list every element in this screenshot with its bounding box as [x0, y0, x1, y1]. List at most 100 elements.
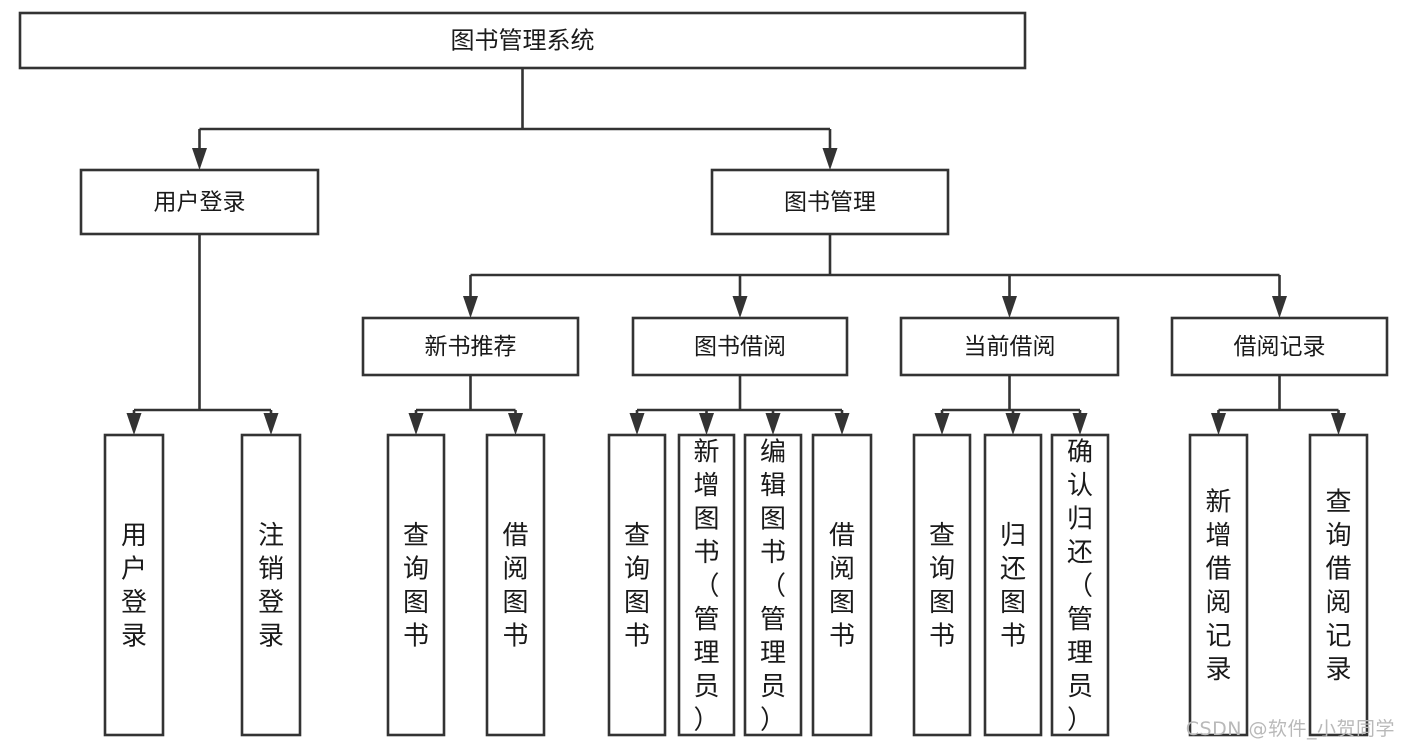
svg-text:询: 询	[403, 555, 429, 585]
svg-text:（: （	[1067, 571, 1093, 601]
node-root-label: 图书管理系统	[451, 27, 595, 55]
node-leaf-add-book[interactable]	[677, 433, 736, 737]
node-new-book-recommend-label: 新书推荐	[425, 334, 517, 360]
node-leaf-query-book-1[interactable]	[386, 433, 446, 737]
node-leaf-borrow-book-2[interactable]	[811, 433, 873, 737]
svg-text:归: 归	[1000, 521, 1026, 551]
svg-text:员: 员	[1067, 672, 1093, 702]
svg-text:查: 查	[624, 521, 650, 551]
svg-text:管: 管	[1067, 605, 1093, 635]
node-leaf-query-book-3[interactable]	[912, 433, 972, 737]
node-current-borrow[interactable]	[899, 316, 1120, 377]
arrow-head-icon	[1005, 413, 1021, 435]
node-book-management-label: 图书管理	[784, 190, 876, 216]
svg-text:书: 书	[502, 622, 528, 652]
svg-text:新: 新	[693, 437, 719, 467]
node-borrow-record[interactable]	[1170, 316, 1389, 377]
svg-text:增: 增	[693, 471, 719, 501]
svg-text:录: 录	[121, 622, 147, 652]
arrow-head-icon	[508, 413, 523, 435]
svg-text:（: （	[693, 571, 719, 601]
arrow-head-icon	[699, 413, 714, 435]
node-book-borrow-label: 图书借阅	[694, 334, 786, 360]
arrow-head-icon	[822, 148, 838, 170]
arrow-head-icon	[126, 413, 142, 435]
node-leaf-borrow-book-1[interactable]	[485, 433, 546, 737]
svg-text:书: 书	[403, 622, 429, 652]
node-leaf-query-book-2[interactable]	[607, 433, 667, 737]
svg-text:阅: 阅	[502, 555, 528, 585]
svg-text:增: 增	[1205, 521, 1231, 551]
node-leaf-user-login[interactable]	[103, 433, 165, 737]
svg-text:录: 录	[1205, 655, 1231, 685]
svg-text:阅: 阅	[1205, 588, 1231, 618]
svg-text:阅: 阅	[1325, 588, 1351, 618]
svg-text:记: 记	[1205, 622, 1231, 652]
svg-text:管: 管	[693, 605, 719, 635]
svg-text:员: 员	[760, 672, 786, 702]
arrow-head-icon	[408, 413, 424, 435]
arrow-head-icon	[463, 296, 478, 318]
svg-text:书: 书	[929, 622, 955, 652]
svg-text:图: 图	[403, 588, 429, 618]
connector-layer	[126, 68, 1346, 435]
arrow-head-icon	[732, 296, 748, 318]
watermark-text: CSDN @软件_小贺同学	[1185, 718, 1395, 740]
node-book-management[interactable]	[710, 168, 950, 236]
svg-text:）: ）	[1067, 705, 1093, 735]
svg-text:借: 借	[502, 521, 528, 551]
node-leaf-add-record[interactable]	[1188, 433, 1249, 737]
arrow-head-icon	[934, 413, 950, 435]
node-leaf-logout[interactable]	[240, 433, 302, 737]
svg-text:理: 理	[1067, 638, 1093, 668]
node-leaf-return-book[interactable]	[983, 433, 1043, 737]
node-borrow-record-label: 借阅记录	[1234, 334, 1326, 360]
svg-text:记: 记	[1325, 622, 1351, 652]
svg-text:确: 确	[1067, 437, 1093, 467]
node-book-borrow[interactable]	[631, 316, 849, 377]
svg-text:理: 理	[693, 638, 719, 668]
svg-text:用: 用	[121, 521, 147, 551]
node-leaf-edit-book[interactable]	[743, 433, 803, 737]
node-current-borrow-label: 当前借阅	[964, 334, 1056, 360]
node-root[interactable]	[18, 11, 1027, 70]
node-user-login[interactable]	[79, 168, 320, 236]
arrow-head-icon	[1272, 296, 1287, 318]
node-new-book-recommend[interactable]	[361, 316, 580, 377]
svg-text:查: 查	[1325, 488, 1351, 518]
svg-text:员: 员	[693, 672, 719, 702]
node-layer: 图书管理系统用户登录图书管理新书推荐图书借阅当前借阅借阅记录用户登录注销登录查询…	[18, 11, 1389, 737]
node-leaf-confirm-return[interactable]	[1050, 433, 1110, 737]
svg-text:录: 录	[258, 622, 284, 652]
svg-text:认: 认	[1067, 471, 1093, 501]
svg-text:编: 编	[760, 437, 786, 467]
svg-text:管: 管	[760, 605, 786, 635]
svg-text:询: 询	[1325, 521, 1351, 551]
svg-text:图: 图	[1000, 588, 1026, 618]
node-leaf-query-record[interactable]	[1308, 433, 1369, 737]
svg-text:借: 借	[829, 521, 855, 551]
svg-text:登: 登	[121, 588, 147, 618]
svg-text:）: ）	[693, 705, 719, 735]
svg-text:书: 书	[1000, 622, 1026, 652]
svg-text:归: 归	[1067, 504, 1093, 534]
arrow-head-icon	[834, 413, 850, 435]
svg-text:（: （	[760, 571, 786, 601]
arrow-head-icon	[192, 148, 207, 170]
svg-text:书: 书	[829, 622, 855, 652]
svg-text:询: 询	[624, 555, 650, 585]
svg-text:阅: 阅	[829, 555, 855, 585]
svg-text:图: 图	[760, 504, 786, 534]
svg-text:还: 还	[1000, 555, 1026, 585]
